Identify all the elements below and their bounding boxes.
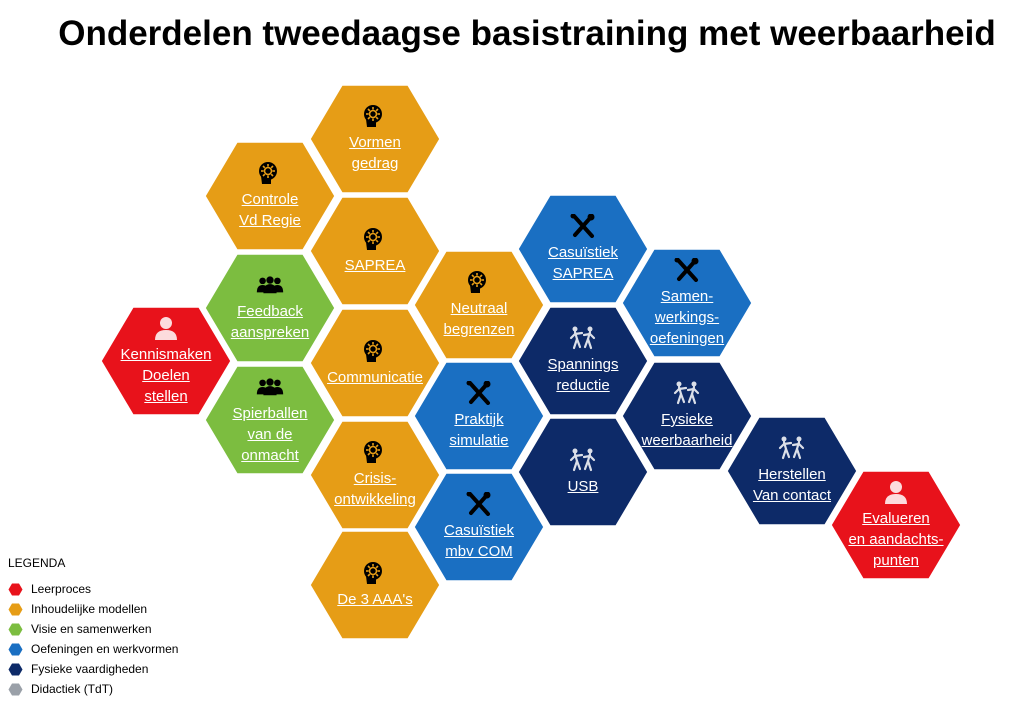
page-title: Onderdelen tweedaagse basistraining met … <box>58 14 996 53</box>
hex-evalueren-en-aandachts-punten[interactable]: Evalueren en aandachts- punten <box>830 470 962 580</box>
hex-label[interactable]: Casuïstiek SAPREA <box>547 244 619 282</box>
brain-icon <box>361 104 389 128</box>
tools-icon <box>569 214 597 238</box>
legend-swatch-icon <box>8 623 23 635</box>
group-icon <box>256 375 284 399</box>
hex-shape <box>413 472 545 582</box>
hex-communicatie[interactable]: Communicatie <box>309 308 441 418</box>
hex-spannings-reductie[interactable]: Spannings reductie <box>517 306 649 416</box>
legend-swatch-icon <box>8 583 23 595</box>
hex-shape <box>517 417 649 527</box>
hex-label[interactable]: Herstellen Van contact <box>752 466 832 504</box>
brain-icon <box>361 440 389 464</box>
legend-item-label: Fysieke vaardigheden <box>31 662 149 676</box>
hex-label[interactable]: De 3 AAA's <box>337 590 413 608</box>
hex-casu-stiek-saprea[interactable]: Casuïstiek SAPREA <box>517 194 649 304</box>
hex-label[interactable]: SAPREA <box>344 256 406 274</box>
legend-item-label: Leerproces <box>31 582 92 596</box>
hex-shape <box>413 250 545 360</box>
brain-icon <box>361 339 389 363</box>
hex-label[interactable]: Casuïstiek mbv COM <box>443 522 515 560</box>
brain-icon <box>361 227 389 251</box>
hex-praktijk-simulatie[interactable]: Praktijk simulatie <box>413 361 545 471</box>
hex-label[interactable]: Vormen gedrag <box>349 134 401 172</box>
hex-shape <box>309 84 441 194</box>
legend-swatch-icon <box>8 683 23 695</box>
hex-shape <box>517 194 649 304</box>
legend-swatch-icon <box>8 663 23 675</box>
hex-neutraal-begrenzen[interactable]: Neutraal begrenzen <box>413 250 545 360</box>
hex-label[interactable]: Neutraal begrenzen <box>443 300 515 338</box>
hex-crisis-ontwikkeling[interactable]: Crisis- ontwikkeling <box>309 420 441 530</box>
hex-controle-vd-regie[interactable]: Controle Vd Regie <box>204 141 336 251</box>
hex-label[interactable]: Kennismaken Doelen stellen <box>120 345 212 405</box>
hex-label[interactable]: Controle Vd Regie <box>239 191 301 229</box>
hex-feedback-aanspreken[interactable]: Feedback aanspreken <box>204 253 336 363</box>
hex-de-3-aaa-s[interactable]: De 3 AAA's <box>309 530 441 640</box>
person-icon <box>152 316 180 340</box>
legend-item: Didactiek (TdT) <box>8 679 178 699</box>
hex-label[interactable]: Praktijk simulatie <box>449 411 509 449</box>
legend-heading: LEGENDA <box>8 556 66 570</box>
hex-shape <box>517 306 649 416</box>
legend-item-label: Inhoudelijke modellen <box>31 602 148 616</box>
brain-icon <box>361 561 389 585</box>
hex-shape <box>830 470 962 580</box>
hex-shape <box>621 248 753 358</box>
hex-label[interactable]: Communicatie <box>327 368 423 386</box>
fighters-icon <box>778 436 806 460</box>
hex-label[interactable]: USB <box>567 477 599 495</box>
legend-item-label: Oefeningen en werkvormen <box>31 642 179 656</box>
fighters-icon <box>673 381 701 405</box>
legend-swatch-icon <box>8 643 23 655</box>
hex-label[interactable]: Evalueren en aandachts- punten <box>848 509 944 569</box>
tools-icon <box>465 492 493 516</box>
hex-shape <box>204 365 336 475</box>
fighters-icon <box>569 448 597 472</box>
hex-shape <box>309 196 441 306</box>
hex-usb[interactable]: USB <box>517 417 649 527</box>
hex-label[interactable]: Feedback aanspreken <box>230 303 310 341</box>
group-icon <box>256 273 284 297</box>
hex-label[interactable]: Samen- werkings- oefeningen <box>649 287 725 347</box>
person-icon <box>882 480 910 504</box>
hex-vormen-gedrag[interactable]: Vormen gedrag <box>309 84 441 194</box>
hex-shape <box>309 308 441 418</box>
hex-shape <box>309 530 441 640</box>
hex-shape <box>204 141 336 251</box>
hex-label[interactable]: Spierballen van de onmacht <box>232 404 308 464</box>
hex-label[interactable]: Fysieke weerbaarheid <box>641 411 733 449</box>
hex-kennismaken-doelen-stellen[interactable]: Kennismaken Doelen stellen <box>100 306 232 416</box>
hex-casu-stiek-mbv-com[interactable]: Casuïstiek mbv COM <box>413 472 545 582</box>
hex-herstellen-van-contact[interactable]: Herstellen Van contact <box>726 416 858 526</box>
legend-swatch-icon <box>8 603 23 615</box>
hex-samen-werkings-oefeningen[interactable]: Samen- werkings- oefeningen <box>621 248 753 358</box>
hex-spierballen-van-de-onmacht[interactable]: Spierballen van de onmacht <box>204 365 336 475</box>
legend-item: Leerproces <box>8 579 178 599</box>
hex-shape <box>726 416 858 526</box>
hex-fysieke-weerbaarheid[interactable]: Fysieke weerbaarheid <box>621 361 753 471</box>
hex-shape <box>621 361 753 471</box>
hex-saprea[interactable]: SAPREA <box>309 196 441 306</box>
legend-item: Visie en samenwerken <box>8 619 178 639</box>
legend-item-label: Visie en samenwerken <box>31 622 152 636</box>
hex-shape <box>413 361 545 471</box>
legend-item: Inhoudelijke modellen <box>8 599 178 619</box>
tools-icon <box>465 381 493 405</box>
hex-shape <box>204 253 336 363</box>
legend-item: Fysieke vaardigheden <box>8 659 178 679</box>
hex-shape <box>100 306 232 416</box>
hex-label[interactable]: Spannings reductie <box>547 356 619 394</box>
fighters-icon <box>569 326 597 350</box>
legend-item-label: Didactiek (TdT) <box>31 682 114 696</box>
legend-item: Oefeningen en werkvormen <box>8 639 178 659</box>
brain-icon <box>465 270 493 294</box>
hex-shape <box>309 420 441 530</box>
hex-label[interactable]: Crisis- ontwikkeling <box>334 470 416 508</box>
brain-icon <box>256 161 284 185</box>
tools-icon <box>673 257 701 282</box>
